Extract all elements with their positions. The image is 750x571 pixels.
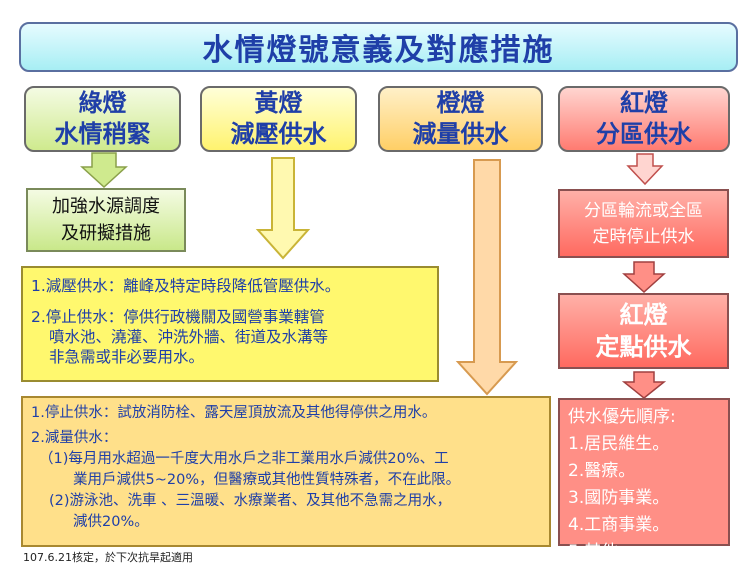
level-red-meaning: 分區供水 [596, 120, 692, 148]
red-measure-line2: 定時停止供水 [592, 226, 695, 247]
yellow-item-2-line1: 2.停止供水：停供行政機關及國營事業轄管 [31, 308, 325, 326]
red-measure-box: 分區輪流或全區 定時停止供水 [558, 189, 729, 258]
priority-item: 1.居民維生。 [568, 434, 670, 454]
green-measure-box: 加強水源調度 及研擬措施 [26, 188, 186, 252]
orange-sub-2-line2: 減供20%。 [73, 514, 149, 530]
orange-item-2: 2.減量供水： [31, 430, 118, 446]
level-yellow: 黃燈 減壓供水 [200, 86, 357, 152]
red-down-arrow-3-icon [621, 371, 667, 399]
level-orange: 橙燈 減量供水 [378, 86, 543, 152]
level-green: 綠燈 水情稍緊 [24, 86, 181, 152]
yellow-measure-box: 1.減壓供水：離峰及特定時段降低管壓供水。 2.停止供水：停供行政機關及國營事業… [21, 266, 439, 382]
footnote: 107.6.21核定，於下次抗旱起適用 [23, 551, 193, 564]
level-red: 紅燈 分區供水 [558, 86, 730, 152]
red-point-supply-box: 紅燈 定點供水 [558, 293, 729, 369]
priority-heading: 供水優先順序: [568, 407, 676, 427]
yellow-item-2-line2: 噴水池、澆灌、沖洗外牆、街道及水溝等 [49, 328, 329, 346]
priority-item: 3.國防事業。 [568, 488, 670, 508]
priority-box: 供水優先順序: 1.居民維生。 2.醫療。 3.國防事業。 4.工商事業。 5.… [558, 398, 730, 562]
green-measure-line2: 及研擬措施 [61, 223, 151, 244]
red-point-line2: 定點供水 [595, 333, 692, 361]
orange-item-1: 1.停止供水：試放消防栓、露天屋頂放流及其他得停供之用水。 [31, 405, 437, 421]
red-down-arrow-2-icon [622, 261, 666, 294]
level-yellow-name: 黃燈 [254, 89, 303, 117]
orange-sub-1-line1: （1)每月用水超過一千度大用水戶之非工業用水戶減供20%、工 [39, 451, 449, 467]
orange-sub-2-line1: (2)游泳池、洗車 、三溫暖、水療業者、及其他不急需之用水， [49, 493, 452, 509]
green-down-arrow-icon [80, 152, 128, 189]
yellow-down-arrow-icon [255, 157, 311, 260]
level-orange-name: 橙燈 [436, 89, 485, 117]
red-measure-line1: 分區輪流或全區 [584, 200, 703, 221]
red-down-arrow-1-icon [626, 153, 664, 186]
level-yellow-meaning: 減壓供水 [230, 120, 327, 148]
level-orange-meaning: 減量供水 [412, 120, 509, 148]
red-point-line1: 紅燈 [619, 301, 668, 329]
level-green-meaning: 水情稍緊 [54, 120, 151, 148]
priority-item: 5.其他。 [568, 542, 636, 562]
yellow-item-1: 1.減壓供水：離峰及特定時段降低管壓供水。 [31, 277, 341, 295]
orange-down-arrow-icon [455, 159, 519, 396]
level-red-name: 紅燈 [620, 89, 668, 117]
level-green-name: 綠燈 [78, 89, 127, 117]
priority-item: 4.工商事業。 [568, 515, 670, 535]
page-title: 水情燈號意義及對應措施 [19, 22, 738, 72]
green-measure-line1: 加強水源調度 [52, 196, 160, 217]
yellow-item-2-line3: 非急需或非必要用水。 [49, 348, 205, 366]
orange-measure-box: 1.停止供水：試放消防栓、露天屋頂放流及其他得停供之用水。 2.減量供水： （1… [21, 396, 551, 547]
orange-sub-1-line2: 業用戶減供5~20%，但醫療或其他性質特殊者，不在此限。 [73, 472, 461, 488]
priority-item: 2.醫療。 [568, 461, 636, 481]
